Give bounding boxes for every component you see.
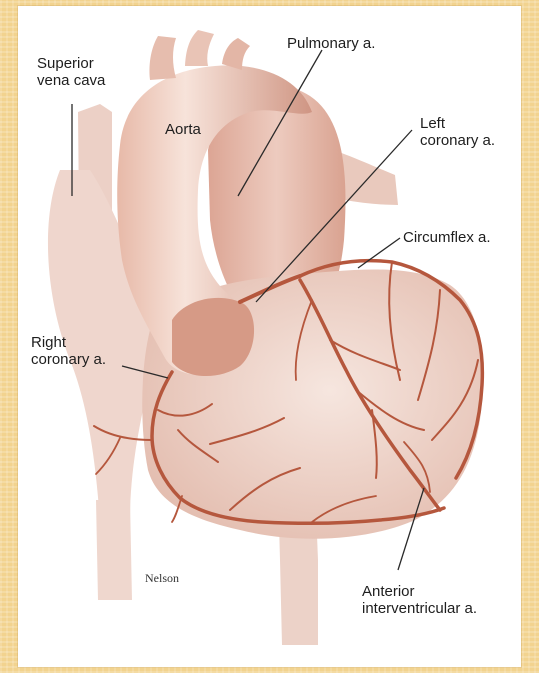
aortic-branch-2 bbox=[185, 30, 214, 66]
label-left-coronary-line-1: Left bbox=[420, 115, 495, 132]
label-pulmonary: Pulmonary a. bbox=[287, 35, 375, 52]
label-left-coronary-line-2: coronary a. bbox=[420, 132, 495, 149]
aortic-root-shape bbox=[172, 298, 254, 376]
label-right-coronary: Right coronary a. bbox=[31, 334, 106, 368]
label-aorta: Aorta bbox=[165, 121, 201, 138]
artist-signature: Nelson bbox=[145, 571, 179, 586]
label-circumflex: Circumflex a. bbox=[403, 229, 491, 246]
inferior-vena-cava-shape bbox=[96, 500, 132, 600]
label-anterior-interventricular-line-1: Anterior bbox=[362, 583, 477, 600]
aortic-branch-3 bbox=[222, 38, 250, 70]
label-left-coronary: Left coronary a. bbox=[420, 115, 495, 149]
label-superior-vena-cava-line-1: Superior bbox=[37, 55, 105, 72]
label-superior-vena-cava-line-2: vena cava bbox=[37, 72, 105, 89]
label-anterior-interventricular: Anterior interventricular a. bbox=[362, 583, 477, 617]
label-anterior-interventricular-line-2: interventricular a. bbox=[362, 600, 477, 617]
aortic-branch-1 bbox=[149, 36, 176, 80]
label-right-coronary-line-1: Right bbox=[31, 334, 106, 351]
label-superior-vena-cava: Superior vena cava bbox=[37, 55, 105, 89]
label-right-coronary-line-2: coronary a. bbox=[31, 351, 106, 368]
